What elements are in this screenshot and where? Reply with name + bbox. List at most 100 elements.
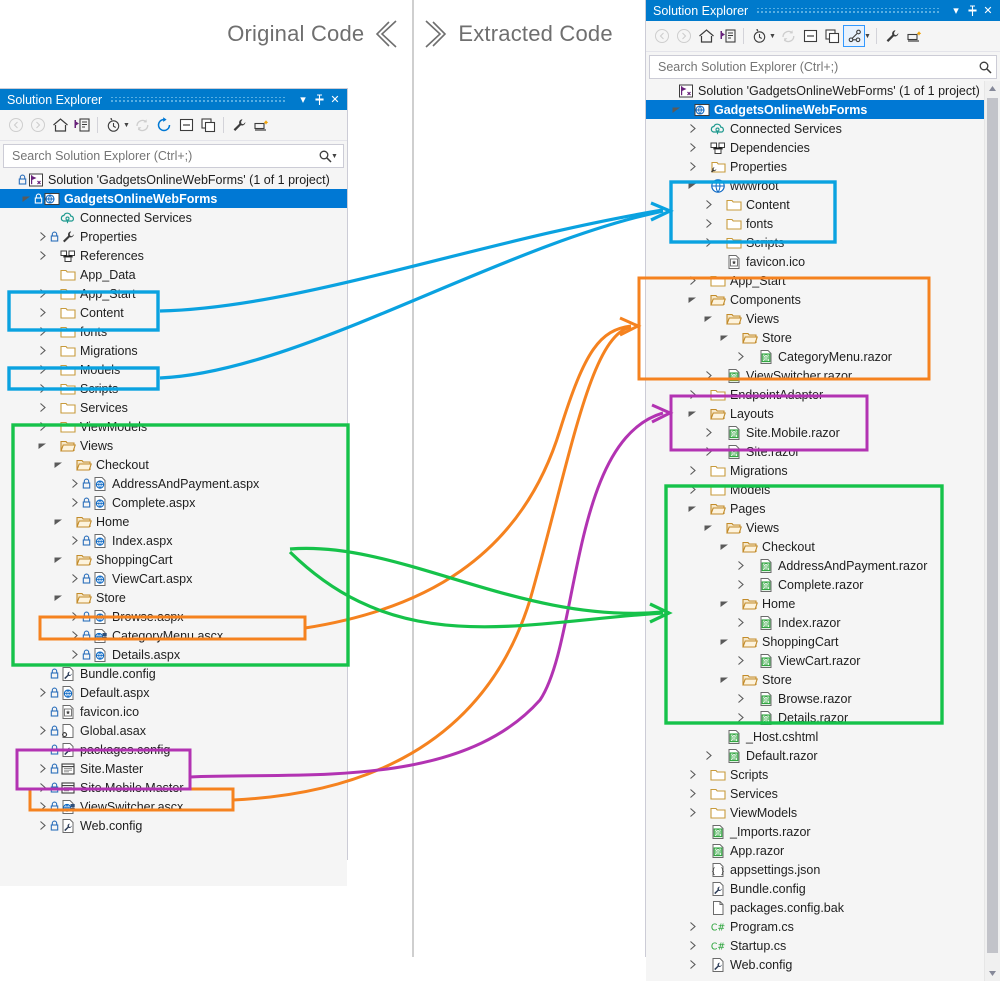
tree-item-viewmodels[interactable]: ViewModels bbox=[646, 803, 985, 822]
chevron-right-icon[interactable] bbox=[68, 610, 81, 623]
chevron-right-icon[interactable] bbox=[686, 483, 699, 496]
chevron-right-icon[interactable] bbox=[686, 388, 699, 401]
pending-changes-icon[interactable] bbox=[102, 114, 124, 136]
forward-icon[interactable] bbox=[673, 25, 695, 47]
tree-item-connected-services[interactable]: Connected Services bbox=[646, 119, 985, 138]
search-options-dropdown[interactable]: ▼ bbox=[331, 152, 338, 160]
tree-item-scripts[interactable]: Scripts bbox=[0, 379, 347, 398]
tree-item-wwwroot[interactable]: wwwroot bbox=[646, 176, 985, 195]
chevron-down-icon[interactable] bbox=[702, 312, 715, 325]
tree-item-viewmodels[interactable]: ViewModels bbox=[0, 417, 347, 436]
titlebar-drag-handle[interactable] bbox=[756, 7, 940, 14]
chevron-right-icon[interactable] bbox=[36, 420, 49, 433]
chevron-down-icon[interactable] bbox=[718, 540, 731, 553]
chevron-down-icon[interactable] bbox=[52, 591, 65, 604]
left-tree[interactable]: Solution 'GadgetsOnlineWebForms' (1 of 1… bbox=[0, 170, 347, 886]
tree-item-web-config[interactable]: Web.config bbox=[646, 955, 985, 974]
chevron-right-icon[interactable] bbox=[68, 648, 81, 661]
tree-item-layouts[interactable]: Layouts bbox=[646, 404, 985, 423]
tree-item-viewswitcher-ascx[interactable]: ViewSwitcher.ascx bbox=[0, 797, 347, 816]
chevron-right-icon[interactable] bbox=[686, 939, 699, 952]
tree-item-services[interactable]: Services bbox=[0, 398, 347, 417]
tree-item-complete-razor[interactable]: @Complete.razor bbox=[646, 575, 985, 594]
tree-item-fonts[interactable]: fonts bbox=[0, 322, 347, 341]
search-input[interactable] bbox=[656, 59, 978, 75]
tree-item-references[interactable]: References bbox=[0, 246, 347, 265]
tree-item-checkout[interactable]: Checkout bbox=[0, 455, 347, 474]
tree-item-checkout[interactable]: Checkout bbox=[646, 537, 985, 556]
tree-item-details-aspx[interactable]: Details.aspx bbox=[0, 645, 347, 664]
close-icon[interactable]: ✕ bbox=[983, 5, 993, 17]
chevron-right-icon[interactable] bbox=[36, 249, 49, 262]
tree-item-details-razor[interactable]: @Details.razor bbox=[646, 708, 985, 727]
sync-with-active-document-icon[interactable] bbox=[71, 114, 93, 136]
pending-changes-dropdown[interactable]: ▼ bbox=[769, 32, 776, 40]
chevron-right-icon[interactable] bbox=[36, 382, 49, 395]
dropdown-icon[interactable]: ▾ bbox=[300, 94, 306, 106]
chevron-right-icon[interactable] bbox=[686, 920, 699, 933]
chevron-down-icon[interactable] bbox=[670, 103, 683, 116]
tree-item-content[interactable]: Content bbox=[646, 195, 985, 214]
close-icon[interactable]: ✕ bbox=[330, 94, 340, 106]
tree-item-components[interactable]: Components bbox=[646, 290, 985, 309]
properties-icon[interactable] bbox=[881, 25, 903, 47]
tree-item-index-razor[interactable]: @Index.razor bbox=[646, 613, 985, 632]
tree-item-store[interactable]: Store bbox=[646, 328, 985, 347]
preview-selected-items-icon[interactable] bbox=[250, 114, 272, 136]
chevron-right-icon[interactable] bbox=[68, 572, 81, 585]
sync-with-active-document-icon[interactable] bbox=[717, 25, 739, 47]
tree-item-favicon-ico[interactable]: favicon.ico bbox=[646, 252, 985, 271]
chevron-right-icon[interactable] bbox=[686, 160, 699, 173]
chevron-right-icon[interactable] bbox=[734, 350, 747, 363]
pending-changes-icon[interactable] bbox=[748, 25, 770, 47]
back-icon[interactable] bbox=[651, 25, 673, 47]
properties-icon[interactable] bbox=[228, 114, 250, 136]
preview-selected-items-icon[interactable] bbox=[903, 25, 925, 47]
tree-item-connected-services[interactable]: Connected Services bbox=[0, 208, 347, 227]
search-icon[interactable] bbox=[978, 60, 992, 74]
pin-icon[interactable] bbox=[964, 2, 980, 19]
dropdown-icon[interactable]: ▾ bbox=[953, 5, 959, 17]
tree-item-site-master[interactable]: Site.Master bbox=[0, 759, 347, 778]
chevron-right-icon[interactable] bbox=[686, 768, 699, 781]
right-tree-scrollbar[interactable] bbox=[984, 81, 1000, 981]
refresh-all-icon[interactable] bbox=[153, 114, 175, 136]
chevron-right-icon[interactable] bbox=[68, 534, 81, 547]
chevron-right-icon[interactable] bbox=[702, 236, 715, 249]
chevron-right-icon[interactable] bbox=[68, 496, 81, 509]
chevron-down-icon[interactable] bbox=[686, 179, 699, 192]
left-search-box[interactable]: ▼ bbox=[3, 144, 344, 168]
chevron-right-icon[interactable] bbox=[686, 122, 699, 135]
chevron-down-icon[interactable] bbox=[52, 553, 65, 566]
chevron-right-icon[interactable] bbox=[734, 654, 747, 667]
refresh-icon[interactable] bbox=[131, 114, 153, 136]
chevron-right-icon[interactable] bbox=[702, 426, 715, 439]
tree-item-appsettings-json[interactable]: { }appsettings.json bbox=[646, 860, 985, 879]
right-tree[interactable]: Solution 'GadgetsOnlineWebForms' (1 of 1… bbox=[646, 81, 1000, 981]
chevron-right-icon[interactable] bbox=[68, 629, 81, 642]
tree-item-packages-config[interactable]: packages.config bbox=[0, 740, 347, 759]
tree-item-addressandpayment-razor[interactable]: @AddressAndPayment.razor bbox=[646, 556, 985, 575]
chevron-right-icon[interactable] bbox=[686, 787, 699, 800]
tree-item-views[interactable]: Views bbox=[646, 309, 985, 328]
tree-item-default-aspx[interactable]: Default.aspx bbox=[0, 683, 347, 702]
chevron-right-icon[interactable] bbox=[36, 762, 49, 775]
chevron-right-icon[interactable] bbox=[702, 445, 715, 458]
chevron-right-icon[interactable] bbox=[36, 781, 49, 794]
pin-icon[interactable] bbox=[311, 91, 327, 108]
tree-item-migrations[interactable]: Migrations bbox=[646, 461, 985, 480]
tree-item-fonts[interactable]: fonts bbox=[646, 214, 985, 233]
chevron-right-icon[interactable] bbox=[36, 230, 49, 243]
tree-item-bundle-config[interactable]: Bundle.config bbox=[646, 879, 985, 898]
tree-item-packages-config-bak[interactable]: packages.config.bak bbox=[646, 898, 985, 917]
chevron-right-icon[interactable] bbox=[68, 477, 81, 490]
chevron-right-icon[interactable] bbox=[36, 287, 49, 300]
tree-item-categorymenu-razor[interactable]: @CategoryMenu.razor bbox=[646, 347, 985, 366]
chevron-right-icon[interactable] bbox=[734, 692, 747, 705]
tree-item-viewswitcher-razor[interactable]: @ViewSwitcher.razor bbox=[646, 366, 985, 385]
tree-item-browse-razor[interactable]: @Browse.razor bbox=[646, 689, 985, 708]
tree-item-favicon-ico[interactable]: favicon.ico bbox=[0, 702, 347, 721]
show-all-files-icon[interactable] bbox=[843, 25, 865, 47]
tree-item-complete-aspx[interactable]: Complete.aspx bbox=[0, 493, 347, 512]
tree-item-solution-gadgetsonlinewebforms-1-of-1-project[interactable]: Solution 'GadgetsOnlineWebForms' (1 of 1… bbox=[646, 81, 985, 100]
